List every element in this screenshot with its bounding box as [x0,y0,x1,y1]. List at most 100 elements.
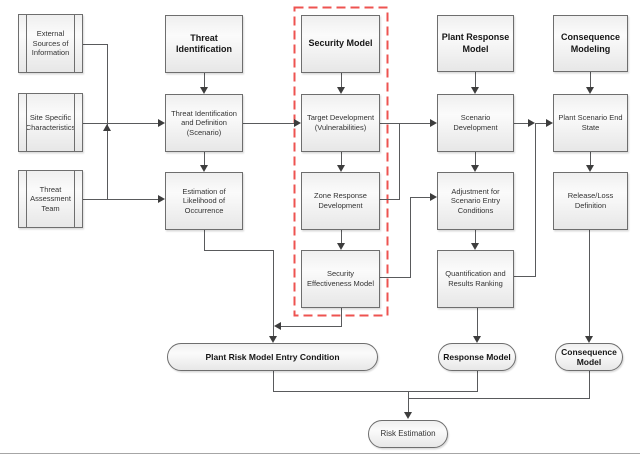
arrowhead-right-icon [294,119,301,127]
arrowhead-down-icon [471,87,479,94]
node-label: Risk Estimation [380,429,436,438]
connector [408,398,590,399]
arrowhead-down-icon [404,412,412,419]
node-consequence-modeling-header: Consequence Modeling [553,15,628,72]
node-label: Security Effectiveness Model [307,269,374,288]
connector [410,197,411,278]
arrowhead-down-icon [586,87,594,94]
node-threat-assessment-team: Threat Assessment Team [18,170,83,228]
node-scenario-development: Scenario Development [437,94,514,152]
node-label: Consequence Modeling [560,32,620,54]
node-security-effectiveness-model: Security Effectiveness Model [301,250,380,308]
node-label: Target Development (Vulnerabilities) [306,113,375,132]
node-label: Adjustment for Scenario Entry Conditions [450,186,501,215]
node-label: Security Model [308,38,373,49]
arrowhead-down-icon [200,165,208,172]
connector [535,123,536,276]
node-site-specific-characteristics: Site Specific Characteristics [18,93,83,152]
node-label: Scenario Development [453,113,498,132]
connector [281,326,342,327]
connector [341,152,342,166]
connector [204,230,205,251]
arrowhead-down-icon [269,336,277,343]
node-target-development: Target Development (Vulnerabilities) [301,94,380,152]
page-bottom-rule [0,453,640,454]
node-label: Estimation of Likelihood of Occurrence [182,186,226,215]
arrowhead-up-icon [103,124,111,131]
node-estimation-likelihood: Estimation of Likelihood of Occurrence [165,172,243,230]
connector [475,230,476,244]
arrowhead-down-icon [473,336,481,343]
arrowhead-down-icon [585,336,593,343]
connector [204,152,205,166]
connector [380,277,411,278]
node-label: Consequence Model [561,347,617,367]
connector [590,152,591,166]
node-label: Zone Response Development [314,191,367,210]
node-label: Threat Identification [176,32,232,55]
node-label: Plant Scenario End State [558,113,623,132]
arrowhead-right-icon [430,193,437,201]
arrowhead-down-icon [337,87,345,94]
connector [477,308,478,337]
node-external-sources: External Sources of Information [18,14,83,73]
node-label: Release/Loss Definition [567,191,614,210]
arrowhead-right-icon [546,119,553,127]
connector [83,44,108,45]
connector [380,123,431,124]
connector [341,230,342,244]
connector [83,199,159,200]
node-label: Site Specific Characteristics [25,112,76,132]
node-plant-risk-model-entry-condition: Plant Risk Model Entry Condition [167,343,378,371]
node-response-model: Response Model [438,343,516,371]
connector [273,250,274,337]
connector [83,123,159,124]
connector [535,123,547,124]
node-adjustment-scenario-entry: Adjustment for Scenario Entry Conditions [437,172,514,230]
connector [475,152,476,166]
node-label: Plant Risk Model Entry Condition [205,352,340,362]
connector [589,371,590,399]
node-consequence-model: Consequence Model [555,343,623,371]
connector [408,391,409,413]
node-label: External Sources of Information [31,29,70,58]
node-plant-scenario-end-state: Plant Scenario End State [553,94,628,152]
node-risk-estimation: Risk Estimation [368,420,448,448]
node-label: Quantification and Results Ranking [445,269,506,288]
connector [204,73,205,88]
connector [514,276,536,277]
connector [273,371,274,391]
arrowhead-right-icon [528,119,535,127]
connector [341,308,342,327]
connector [273,391,478,392]
connector [514,123,529,124]
node-quantification-results-ranking: Quantification and Results Ranking [437,250,514,308]
node-label: Response Model [443,352,511,362]
connector [475,72,476,88]
arrowhead-down-icon [337,243,345,250]
node-label: Plant Response Model [441,32,510,54]
node-label: Threat Assessment Team [30,184,71,213]
connector [477,371,478,391]
node-release-loss-definition: Release/Loss Definition [553,172,628,230]
arrowhead-right-icon [158,195,165,203]
arrowhead-down-icon [200,87,208,94]
connector [399,123,400,200]
node-label: Threat Identification and Definition (Sc… [171,108,237,137]
arrowhead-down-icon [471,243,479,250]
node-threat-identification-definition: Threat Identification and Definition (Sc… [165,94,243,152]
arrowhead-left-icon [274,322,281,330]
node-plant-response-model-header: Plant Response Model [437,15,514,72]
connector [341,73,342,88]
node-zone-response-development: Zone Response Development [301,172,380,230]
node-security-model-header: Security Model [301,15,380,73]
arrowhead-right-icon [430,119,437,127]
node-threat-identification-header: Threat Identification [165,15,243,73]
connector [590,72,591,88]
arrowhead-down-icon [337,165,345,172]
connector [204,250,274,251]
connector [589,230,590,337]
connector [243,123,295,124]
